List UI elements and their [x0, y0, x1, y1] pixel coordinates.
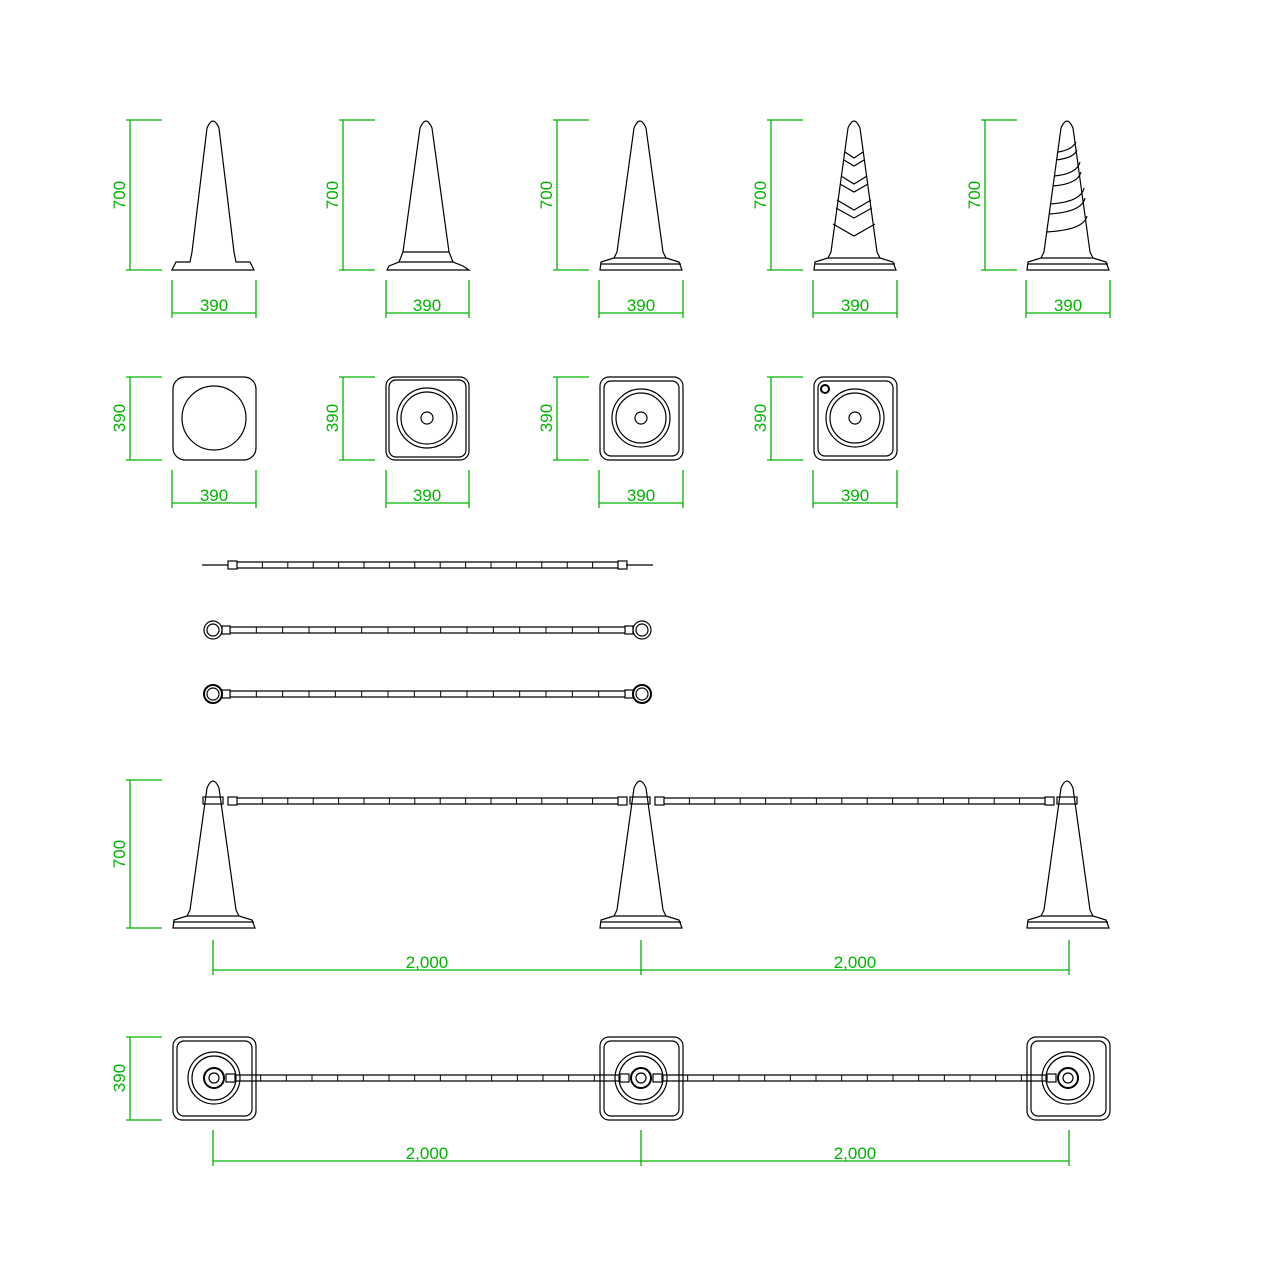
plan-height-label-4: 390 [751, 404, 770, 432]
assembly-elevation: 700 2,000 2,000 [110, 779, 1110, 975]
height-label-3: 700 [537, 181, 556, 209]
width-label-2: 390 [413, 296, 441, 315]
height-dimension-1: 700 [110, 119, 162, 271]
height-label-1: 700 [110, 181, 129, 209]
cone-left-plan [172, 1036, 257, 1121]
assembly-plan-height-label: 390 [110, 1064, 129, 1092]
plan-width-label-1: 390 [200, 486, 228, 505]
assembly-height-dimension: 700 [110, 779, 162, 929]
cone-banded-base-elevation [386, 120, 471, 271]
height-label-4: 700 [751, 181, 770, 209]
width-label-5: 390 [1054, 296, 1082, 315]
plan-height-label-1: 390 [110, 404, 129, 432]
plan-height-dimension-2: 390 [323, 376, 375, 461]
assembly-bar-right [654, 796, 1055, 806]
assembly-height-label: 700 [110, 840, 129, 868]
height-label-5: 700 [965, 181, 984, 209]
cone-stepped-base-elevation [599, 120, 683, 271]
assembly-plan: 390 2,000 2,000 [110, 1036, 1111, 1166]
cone-right-plan [1026, 1036, 1111, 1121]
plan-width-dimension-4: 390 [812, 470, 898, 508]
cone-plain-elevation [171, 120, 255, 271]
plan-width-label-3: 390 [627, 486, 655, 505]
plan-height-dimension-1: 390 [110, 376, 162, 461]
plan-height-dimension-4: 390 [751, 376, 803, 461]
assembly-bar-left [227, 796, 628, 806]
width-dimension-3: 390 [598, 280, 684, 318]
cone-left [172, 780, 256, 929]
plan-width-dimension-1: 390 [171, 470, 257, 508]
plan-width-dimension-2: 390 [385, 470, 470, 508]
width-label-3: 390 [627, 296, 655, 315]
plan-height-label-2: 390 [323, 404, 342, 432]
spacing-label-1: 2,000 [406, 953, 449, 972]
cone-plain-plan [172, 376, 257, 461]
plan-height-label-3: 390 [537, 404, 556, 432]
height-dimension-4: 700 [751, 119, 803, 271]
bar-heavy-ring-ends [203, 684, 652, 704]
cone-ring-plan [385, 376, 470, 461]
width-label-4: 390 [841, 296, 869, 315]
bar-plain [202, 560, 653, 570]
spacing-label-2: 2,000 [834, 953, 877, 972]
cone-spiral-elevation [1026, 120, 1110, 271]
height-label-2: 700 [323, 181, 342, 209]
height-dimension-3: 700 [537, 119, 589, 271]
plan-width-dimension-3: 390 [598, 470, 684, 508]
plan-width-label-4: 390 [841, 486, 869, 505]
bar-row [202, 560, 653, 704]
width-dimension-2: 390 [385, 280, 470, 318]
cone-double-ring-plan [599, 376, 684, 461]
cone-elevation-row: 700 390 700 390 [110, 119, 1111, 318]
width-dimension-1: 390 [171, 280, 257, 318]
plan-width-label-2: 390 [413, 486, 441, 505]
height-dimension-2: 700 [323, 119, 375, 271]
plan-spacing-label-1: 2,000 [406, 1144, 449, 1163]
assembly-plan-spacing-dimension: 2,000 2,000 [212, 1130, 1070, 1166]
width-dimension-4: 390 [812, 280, 898, 318]
cone-right [1026, 780, 1110, 929]
plan-spacing-label-2: 2,000 [834, 1144, 877, 1163]
plan-bar-right [652, 1073, 1057, 1083]
cone-plan-row: 390 390 390 390 [110, 376, 898, 508]
height-dimension-5: 700 [965, 119, 1017, 271]
cone-middle [599, 780, 683, 929]
plan-bar-left [225, 1073, 630, 1083]
bar-ring-ends [203, 620, 652, 640]
cone-chevron-elevation [813, 120, 897, 271]
assembly-spacing-dimension: 2,000 2,000 [212, 940, 1070, 975]
assembly-plan-height-dimension: 390 [110, 1036, 162, 1121]
cone-ring-hole-plan [813, 376, 898, 461]
width-label-1: 390 [200, 296, 228, 315]
plan-height-dimension-3: 390 [537, 376, 589, 461]
cone-middle-plan [599, 1036, 684, 1121]
width-dimension-5: 390 [1025, 280, 1111, 318]
